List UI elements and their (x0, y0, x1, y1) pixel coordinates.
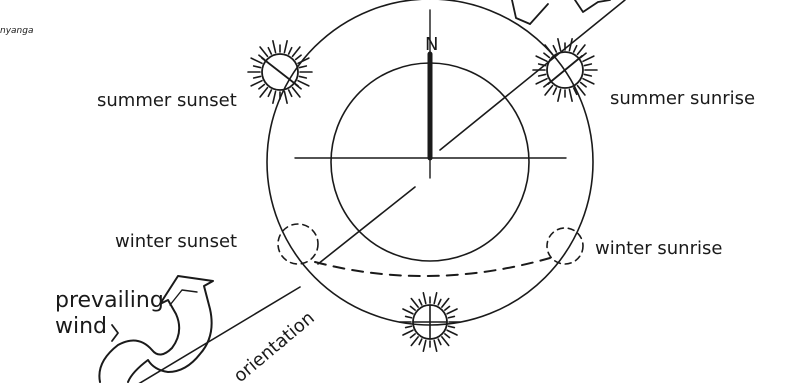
orientation-label: orientation (230, 307, 319, 383)
arrow-tail-top (575, 0, 610, 12)
wind-arrow-inner-line (170, 290, 197, 305)
winter-sunrise-label: winter sunrise (595, 238, 722, 259)
orientation-line-mid (318, 187, 415, 264)
corner-text: nyanga (0, 26, 33, 36)
winter-sunrise-sun-icon (547, 228, 583, 264)
arrow-shaft-top (530, 4, 548, 24)
summer-sunset-sun-icon (248, 41, 312, 103)
winter-sunset-label: winter sunset (115, 231, 237, 252)
north-label: N (425, 34, 438, 55)
winter-noon-sun-icon (400, 293, 460, 351)
summer-sunrise-label: summer sunrise (610, 88, 755, 109)
arrow-head-top (512, 0, 530, 24)
summer-sunset-label: summer sunset (97, 90, 237, 111)
prevailing-label: prevailing (55, 288, 164, 313)
wind-label-pointer (112, 325, 118, 341)
wind-label: wind (55, 314, 107, 339)
summer-sunrise-sun-icon (533, 39, 597, 101)
